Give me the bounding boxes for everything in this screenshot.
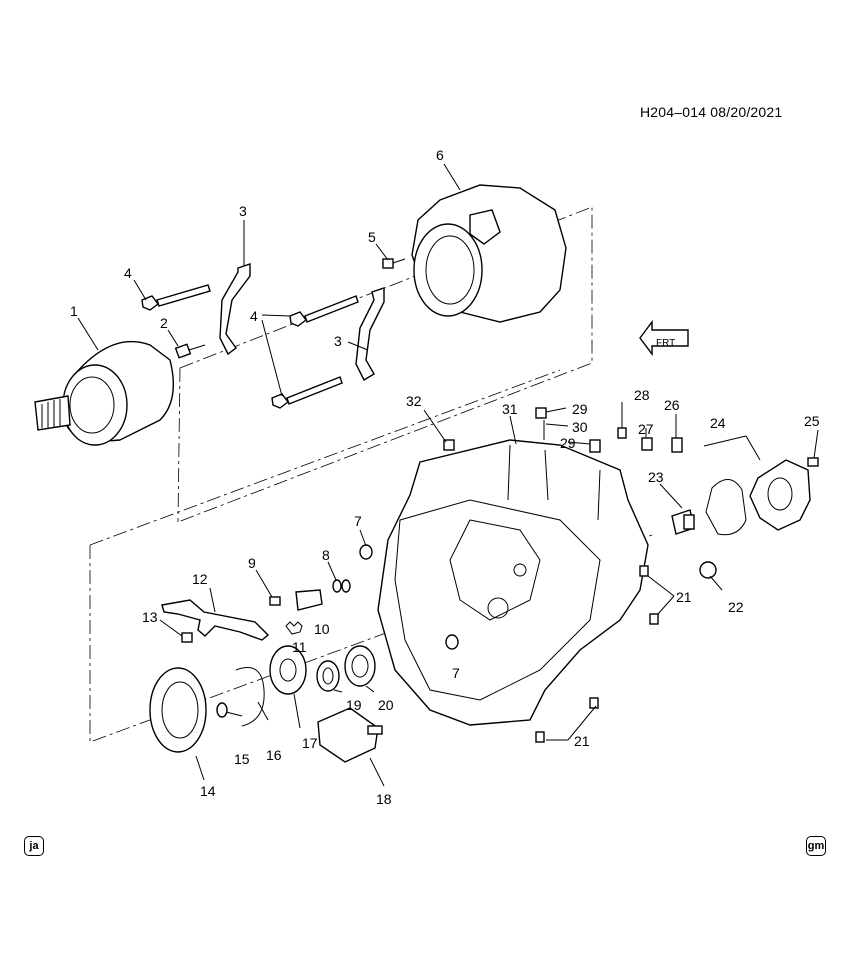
bolt-13 xyxy=(181,632,193,643)
sensor-23 xyxy=(671,509,695,535)
gm-logo-icon: gm xyxy=(806,836,826,856)
callout-24: 24 xyxy=(710,415,726,431)
gasket-24 xyxy=(705,479,747,536)
callout-16: 16 xyxy=(266,747,282,763)
callout-21-lower: 21 xyxy=(574,733,590,749)
callout-4-upper: 4 xyxy=(124,265,132,281)
plug-22 xyxy=(699,561,717,579)
starter-housing xyxy=(411,184,567,323)
plug-27 xyxy=(641,437,653,451)
plug-29-upper xyxy=(535,407,547,419)
diagram-code: H204–014 08/20/2021 xyxy=(640,104,783,120)
washer-8 xyxy=(332,579,351,593)
group-boundary-upper xyxy=(177,206,593,523)
snap-ring-16 xyxy=(235,667,265,727)
callout-18: 18 xyxy=(376,791,392,807)
callout-32: 32 xyxy=(406,393,422,409)
front-arrow-icon: FRT xyxy=(639,319,689,357)
cover-plate-14 xyxy=(149,667,207,753)
plug-26 xyxy=(671,437,683,453)
callout-21-upper: 21 xyxy=(676,589,692,605)
cover-24 xyxy=(749,459,811,531)
callout-11: 11 xyxy=(292,639,307,655)
callout-5: 5 xyxy=(368,229,376,245)
callout-9: 9 xyxy=(248,555,256,571)
ja-language-badge-icon: ja xyxy=(24,836,44,856)
bolt-5 xyxy=(382,258,406,269)
bracket-3-upper xyxy=(219,263,251,356)
callout-4-lower: 4 xyxy=(250,308,258,324)
callout-20: 20 xyxy=(378,697,394,713)
bushing-15 xyxy=(216,702,228,718)
callout-6: 6 xyxy=(436,147,444,163)
callout-3-lower: 3 xyxy=(334,333,342,349)
callout-2: 2 xyxy=(160,315,168,331)
callout-1: 1 xyxy=(70,303,78,319)
callout-10: 10 xyxy=(314,621,330,637)
transmission-case xyxy=(377,439,649,726)
callout-15: 15 xyxy=(234,751,250,767)
callout-3-upper: 3 xyxy=(239,203,247,219)
bolt-4-upper xyxy=(141,284,211,311)
bolt-2 xyxy=(174,343,206,359)
callout-25: 25 xyxy=(804,413,820,429)
filter-18 xyxy=(317,707,383,763)
shift-lever-12 xyxy=(161,599,270,641)
callout-23: 23 xyxy=(648,469,664,485)
callout-14: 14 xyxy=(200,783,216,799)
pin-32 xyxy=(443,439,455,451)
callout-numbers: 1 2 3 3 4 4 5 6 7 7 8 9 10 11 12 13 14 1… xyxy=(70,147,820,807)
bolt-9 xyxy=(269,596,281,606)
callout-29-upper: 29 xyxy=(572,401,588,417)
bracket-3-lower xyxy=(355,287,385,381)
callout-29-lower: 29 xyxy=(560,435,576,451)
front-arrow-label: FRT xyxy=(656,338,675,349)
callout-8: 8 xyxy=(322,547,330,563)
plug-29-lower xyxy=(589,439,601,453)
bolt-25 xyxy=(807,457,819,467)
shift-shaft-10 xyxy=(295,589,323,611)
seal-19 xyxy=(316,660,340,692)
seal-20 xyxy=(344,645,376,687)
seal-7-lower xyxy=(445,634,459,650)
plug-28 xyxy=(617,427,627,439)
callout-17: 17 xyxy=(302,735,318,751)
bearing-17 xyxy=(269,645,307,695)
starter-motor xyxy=(34,340,175,446)
callout-31: 31 xyxy=(502,401,518,417)
callout-22: 22 xyxy=(728,599,744,615)
plug-21-upper xyxy=(639,565,659,625)
callout-7-upper: 7 xyxy=(354,513,362,529)
leader-lines xyxy=(77,163,819,787)
callout-26: 26 xyxy=(664,397,680,413)
callout-27: 27 xyxy=(638,421,654,437)
spring-11 xyxy=(285,621,303,635)
seal-7-upper xyxy=(359,544,373,560)
callout-12: 12 xyxy=(192,571,208,587)
bolt-4-lower xyxy=(271,295,359,409)
callout-7-lower: 7 xyxy=(452,665,460,681)
callout-13: 13 xyxy=(142,609,158,625)
group-boundary-lower xyxy=(89,369,653,743)
callout-30: 30 xyxy=(572,419,588,435)
plug-21-lower xyxy=(535,697,599,743)
callout-28: 28 xyxy=(634,387,650,403)
callout-19: 19 xyxy=(346,697,362,713)
